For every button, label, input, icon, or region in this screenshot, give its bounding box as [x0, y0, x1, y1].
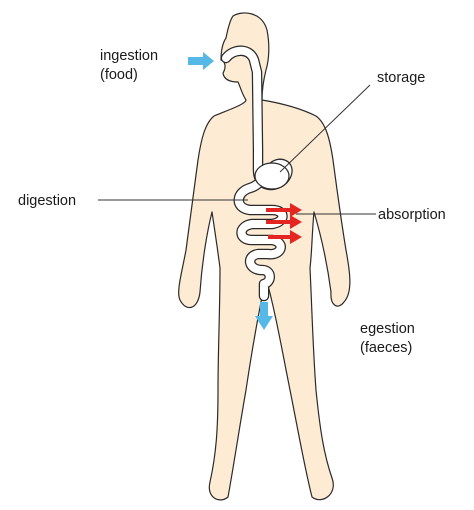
ingestion-arrow [188, 52, 214, 70]
egestion-sublabel: (faeces) [360, 340, 412, 356]
ingestion-label: ingestion [100, 48, 158, 64]
ingestion-sublabel: (food) [100, 67, 138, 83]
absorption-arrow-1 [266, 203, 302, 217]
storage-label: storage [377, 70, 425, 86]
absorption-arrow-2 [266, 215, 302, 229]
absorption-label: absorption [378, 207, 446, 223]
digestion-label: digestion [18, 193, 76, 209]
egestion-label: egestion [360, 321, 415, 337]
absorption-arrows [266, 203, 302, 244]
egestion-arrow [255, 302, 273, 330]
absorption-arrow-3 [268, 230, 302, 244]
stomach [254, 162, 290, 190]
storage-leader-line [279, 84, 371, 173]
